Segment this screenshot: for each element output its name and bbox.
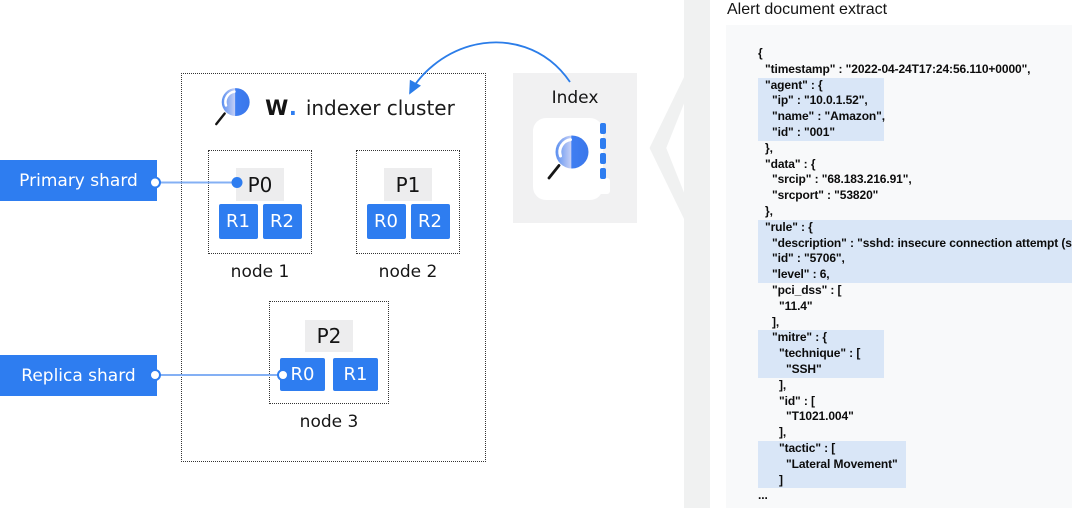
json-line: "name" : "Amazon",: [758, 109, 885, 125]
json-line: "id" : "001": [758, 124, 884, 141]
document-tab: [596, 178, 610, 194]
json-line: "tactic" : [: [758, 440, 906, 457]
json-line: "pci_dss" : [: [772, 282, 842, 297]
json-line: "id" : "5706",: [758, 251, 1072, 268]
alert-document-panel: {"timestamp" : "2022-04-24T17:24:56.110+…: [726, 25, 1072, 508]
json-line: "Lateral Movement": [758, 456, 906, 473]
json-line: "data" : {: [765, 156, 816, 171]
node-box: P0 R1 R2: [208, 150, 312, 254]
json-line: "mitre" : {: [758, 330, 884, 347]
json-line: "level" : 6,: [758, 267, 1072, 283]
index-box: Index: [513, 73, 637, 223]
magnifier-icon: [547, 135, 589, 180]
json-line: {: [758, 46, 763, 60]
json-line: "srcip" : "68.183.216.91",: [772, 172, 912, 187]
json-line: "srcport" : "53820": [772, 188, 879, 203]
replica-shard-box: R1: [333, 358, 378, 391]
primary-shard-box: P0: [236, 168, 284, 201]
divider-bar: [684, 0, 710, 508]
node-1: P0 R1 R2 node 1: [208, 150, 312, 282]
json-line: "agent" : {: [758, 77, 884, 94]
replica-shard-label-text: Replica shard: [21, 365, 136, 386]
replica-shard-box: R2: [262, 204, 302, 239]
json-line: "SSH": [758, 361, 884, 378]
alert-panel-title: Alert document extract: [727, 1, 888, 18]
json-line: "T1021.004": [786, 409, 854, 424]
chevron-left-pointer-icon: [649, 73, 686, 223]
primary-shard-label: Primary shard: [0, 160, 157, 201]
json-line: ],: [779, 425, 787, 440]
cluster-title: indexer cluster: [305, 96, 455, 120]
replica-shard-box: R0: [366, 204, 406, 239]
indexer-cluster-box: W. indexer cluster P0 R1 R2 node 1 P1 R0…: [181, 73, 486, 462]
primary-shard-label-text: Primary shard: [19, 170, 138, 191]
cluster-header: W. indexer cluster: [182, 84, 485, 132]
node-2: P1 R0 R2 node 2: [356, 150, 460, 282]
wazuh-logo: W.: [265, 96, 297, 120]
dashed-line-segment: [600, 168, 606, 179]
json-line: ],: [772, 314, 780, 329]
dashed-line-segment: [600, 123, 606, 134]
node-label: node 1: [230, 262, 290, 282]
node-label: node 3: [299, 412, 359, 432]
dashed-line-segment: [600, 138, 606, 149]
json-line: "timestamp" : "2022-04-24T17:24:56.110+0…: [765, 61, 1031, 76]
node-label: node 2: [378, 262, 438, 282]
json-line: ]: [758, 472, 906, 489]
json-line: "technique" : [: [758, 346, 884, 362]
node-3: P2 R0 R1 node 3: [269, 301, 389, 432]
json-line: ],: [779, 377, 787, 392]
index-title: Index: [551, 88, 599, 108]
json-line: "rule" : {: [758, 219, 1072, 236]
replica-shard-box: R2: [410, 204, 450, 239]
node-box: P1 R0 R2: [356, 150, 460, 254]
json-line: },: [765, 203, 773, 218]
dashed-line-segment: [600, 153, 606, 164]
json-line: "11.4": [779, 298, 813, 313]
primary-shard-box: P2: [305, 320, 353, 352]
magnifier-icon: [215, 88, 250, 126]
primary-shard-box: P1: [384, 168, 432, 201]
json-line: "description" : "sshd: insecure connecti…: [758, 235, 1072, 252]
json-line: },: [765, 140, 773, 155]
json-line: "id" : [: [779, 393, 815, 408]
json-code: {"timestamp" : "2022-04-24T17:24:56.110+…: [758, 46, 1072, 504]
json-line: "ip" : "10.0.1.52",: [758, 93, 884, 110]
node-box: P2 R0 R1: [269, 301, 389, 404]
document-icon: [533, 118, 603, 200]
replica-shard-label: Replica shard: [0, 355, 157, 396]
replica-shard-box: R1: [218, 204, 258, 239]
json-line: ...: [758, 488, 768, 503]
replica-shard-box: R0: [280, 358, 325, 391]
